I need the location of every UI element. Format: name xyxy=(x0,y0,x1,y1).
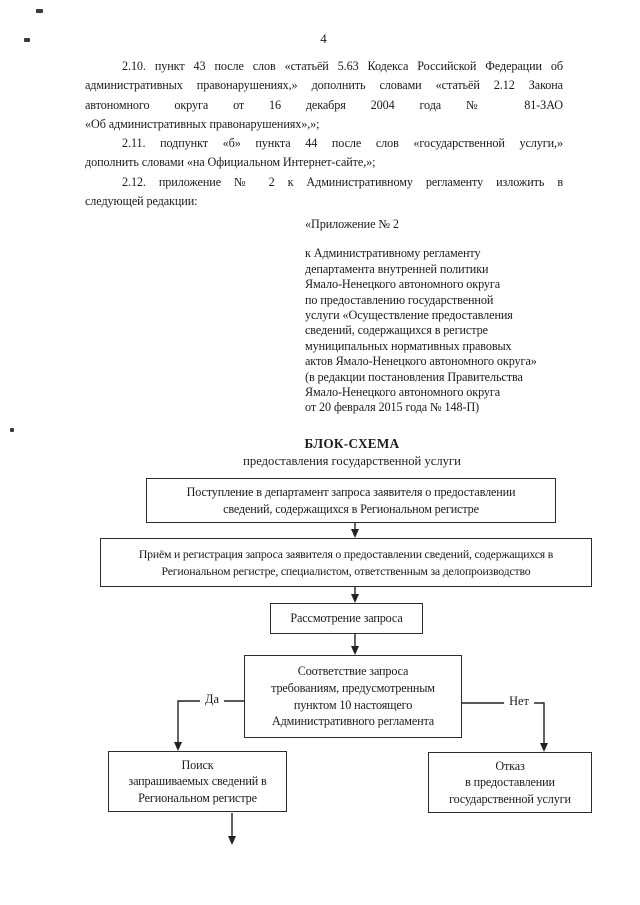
node-line: Поиск xyxy=(181,757,214,772)
node-line: Административного регламента xyxy=(271,714,435,729)
arrow-register-to-review xyxy=(351,587,359,603)
appendix-line: услуги «Осуществление предоставления xyxy=(305,308,513,323)
branch-label-yes: Да xyxy=(200,692,224,707)
flowchart-node-refusal: Отказ в предоставлении государственной у… xyxy=(428,752,592,813)
appendix-line: от 20 февраля 2015 года № 148-П) xyxy=(305,400,480,415)
arrow-receive-to-register xyxy=(351,523,359,538)
appendix-line: сведений, содержащихся в регистре xyxy=(305,323,488,338)
arrow-yes-branch xyxy=(174,700,244,751)
flowchart-node-search: Поиск запрашиваемых сведений в Региональ… xyxy=(108,751,287,812)
paragraph-2-11: 2.11. подпункт «б» пункта 44 после слов … xyxy=(85,134,563,173)
node-line: Региональном регистре, специалистом, отв… xyxy=(161,563,531,578)
appendix-line: Ямало-Ненецкого автономного округа xyxy=(305,277,501,292)
node-line: пунктом 10 настоящего xyxy=(293,697,413,712)
body-text: 2.10. пункт 43 после слов «статьёй 5.63 … xyxy=(85,57,563,211)
node-line: Поступление в департамент запроса заявит… xyxy=(186,484,516,499)
node-line: государственной услуги xyxy=(449,791,571,806)
body-line: 2.10. пункт 43 после слов «статьёй 5.63 … xyxy=(122,59,563,73)
appendix-line: к Административному регламенту xyxy=(305,246,481,261)
flowchart-node-decision: Соответствие запроса требованиям, предус… xyxy=(244,655,462,738)
flowchart-node-receive: Поступление в департамент запроса заявит… xyxy=(146,478,556,523)
node-line: сведений, содержащихся в Региональном ре… xyxy=(223,501,479,516)
arrow-search-continuation xyxy=(228,813,236,845)
paragraph-2-12: 2.12. приложение № 2 к Административному… xyxy=(85,173,563,212)
node-line: Отказ xyxy=(495,758,525,773)
flowchart-node-register: Приём и регистрация запроса заявителя о … xyxy=(100,538,592,587)
scan-speck xyxy=(10,428,14,432)
flowchart-title: БЛОК-СХЕМА xyxy=(304,436,400,451)
body-line: следующей редакции: xyxy=(85,194,198,209)
appendix-line: по предоставлению государственной xyxy=(305,292,494,307)
appendix-line: актов Ямало-Ненецкого автономного округа… xyxy=(305,354,537,369)
page-number: 4 xyxy=(320,31,327,46)
body-line: 2.12. приложение № 2 к Административному… xyxy=(122,174,563,189)
body-line: 2.11. подпункт «б» пункта 44 после слов … xyxy=(122,136,563,151)
flowchart-subtitle: предоставления государственной услуги xyxy=(243,454,461,468)
node-line: Приём и регистрация запроса заявителя о … xyxy=(138,546,554,561)
arrow-review-to-decision xyxy=(351,634,359,655)
appendix-line: Ямало-Ненецкого автономного округа xyxy=(305,385,501,400)
flowchart-node-review: Рассмотрение запроса xyxy=(270,603,423,634)
scan-speck xyxy=(36,9,43,13)
appendix-line: департамента внутренней политики xyxy=(305,261,489,276)
body-line: дополнить словами «на Официальном Интерн… xyxy=(85,155,376,170)
node-line: Соответствие запроса xyxy=(297,663,409,678)
appendix-line: (в редакции постановления Правительства xyxy=(305,369,523,384)
appendix-block: «Приложение № 2 к Административному регл… xyxy=(305,217,567,416)
node-line: в предоставлении xyxy=(465,775,555,790)
node-line: Региональном регистре xyxy=(138,790,257,805)
node-line: запрашиваемых сведений в xyxy=(128,774,267,789)
body-line: автономного округа от 16 декабря 2004 го… xyxy=(85,97,563,112)
paragraph-2-10: 2.10. пункт 43 после слов «статьёй 5.63 … xyxy=(85,57,563,134)
node-line: требованиям, предусмотренным xyxy=(271,680,435,695)
body-line: административных правонарушениях,» допол… xyxy=(85,78,563,93)
appendix-line: муниципальных нормативных правовых xyxy=(305,338,512,353)
branch-label-no: Нет xyxy=(504,694,534,709)
scan-speck xyxy=(24,38,30,42)
body-line: «Об административных правонарушениях»,»; xyxy=(85,116,320,131)
node-line: Рассмотрение запроса xyxy=(290,611,403,626)
arrow-no-branch xyxy=(462,702,548,752)
appendix-title: «Приложение № 2 xyxy=(305,217,399,231)
